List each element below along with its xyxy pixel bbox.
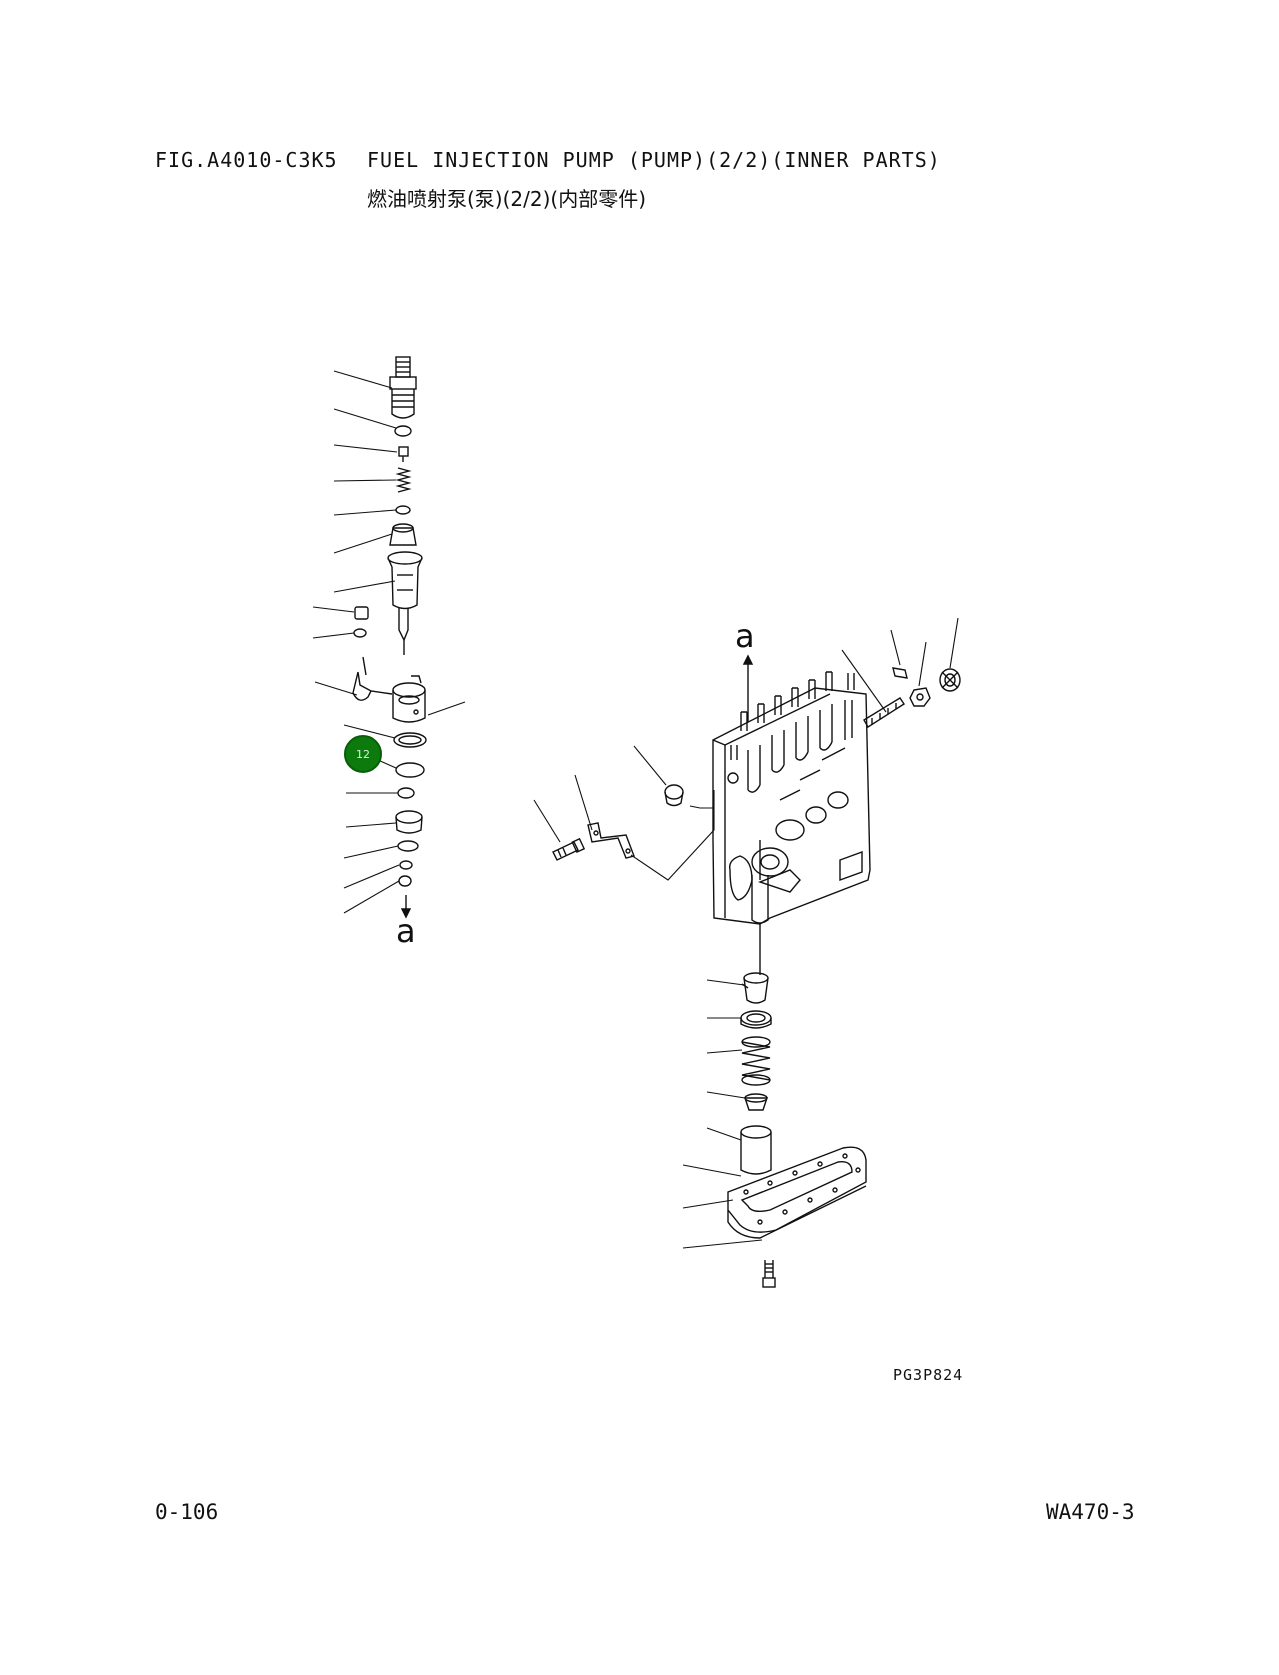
control-rack (863, 697, 905, 728)
housing-studs (730, 671, 855, 760)
o-ring-large (395, 762, 425, 778)
tappet-guide (741, 972, 769, 1004)
marker-a-bottom: a (396, 912, 416, 950)
arrow-down (400, 895, 412, 919)
spring-upper-seat (740, 1010, 772, 1029)
housing-cam-area (727, 747, 863, 901)
o-ring-b (397, 840, 419, 852)
plunger-spring (741, 1036, 771, 1086)
rack-plug (939, 668, 961, 692)
control-sleeve-lever (352, 656, 393, 701)
lower-spring-seat (395, 810, 423, 834)
tappet (740, 1125, 772, 1175)
key-small (892, 667, 908, 679)
control-sleeve (392, 675, 426, 723)
figure-code: FIG.A4010-C3K5 (155, 148, 338, 172)
rack-nut (909, 687, 931, 707)
leader-lines-lower (682, 979, 763, 1249)
pump-housing: a (712, 617, 871, 975)
bracket-group (533, 745, 715, 881)
rack-parts (841, 617, 961, 728)
plug-cap (664, 784, 684, 807)
housing-bores (747, 700, 853, 793)
model-code: WA470-3 (1046, 1500, 1135, 1524)
drawing-code: PG3P824 (893, 1366, 964, 1384)
lower-spring-seat-b (744, 1093, 768, 1111)
leader-lines-bracket (533, 745, 715, 881)
marker-a-top: a (735, 617, 755, 655)
delivery-valve (389, 523, 417, 546)
delivery-valve-spring (395, 467, 412, 493)
bracket-bolt (552, 837, 586, 861)
nut-small (354, 606, 369, 620)
figure-title-chinese: 燃油喷射泵(泵)(2/2)(内部零件) (367, 187, 647, 211)
plunger-barrel (387, 551, 423, 655)
o-ring (394, 425, 412, 437)
washer (397, 787, 415, 799)
arrow-to-housing (742, 654, 754, 722)
callout-badge-12[interactable]: 12 (344, 735, 382, 773)
spring-stopper (398, 446, 409, 462)
figure-title: FUEL INJECTION PUMP (PUMP)(2/2)(INNER PA… (367, 148, 941, 172)
washer-small (353, 628, 367, 638)
lower-parts-stack (682, 972, 867, 1288)
cover-bolt (762, 1260, 776, 1288)
bracket (587, 822, 635, 859)
bottom-cover (727, 1146, 867, 1239)
housing-front-pipe (751, 875, 769, 975)
delivery-valve-holder (389, 356, 417, 419)
upper-spring-seat (393, 732, 427, 748)
gasket (395, 505, 411, 515)
leader-lines-top-right (841, 617, 959, 713)
left-parts-stack (312, 356, 466, 919)
page-number: 0-106 (155, 1500, 219, 1524)
leader-lines-left (312, 370, 466, 914)
ball (398, 875, 412, 887)
shim (399, 860, 413, 870)
